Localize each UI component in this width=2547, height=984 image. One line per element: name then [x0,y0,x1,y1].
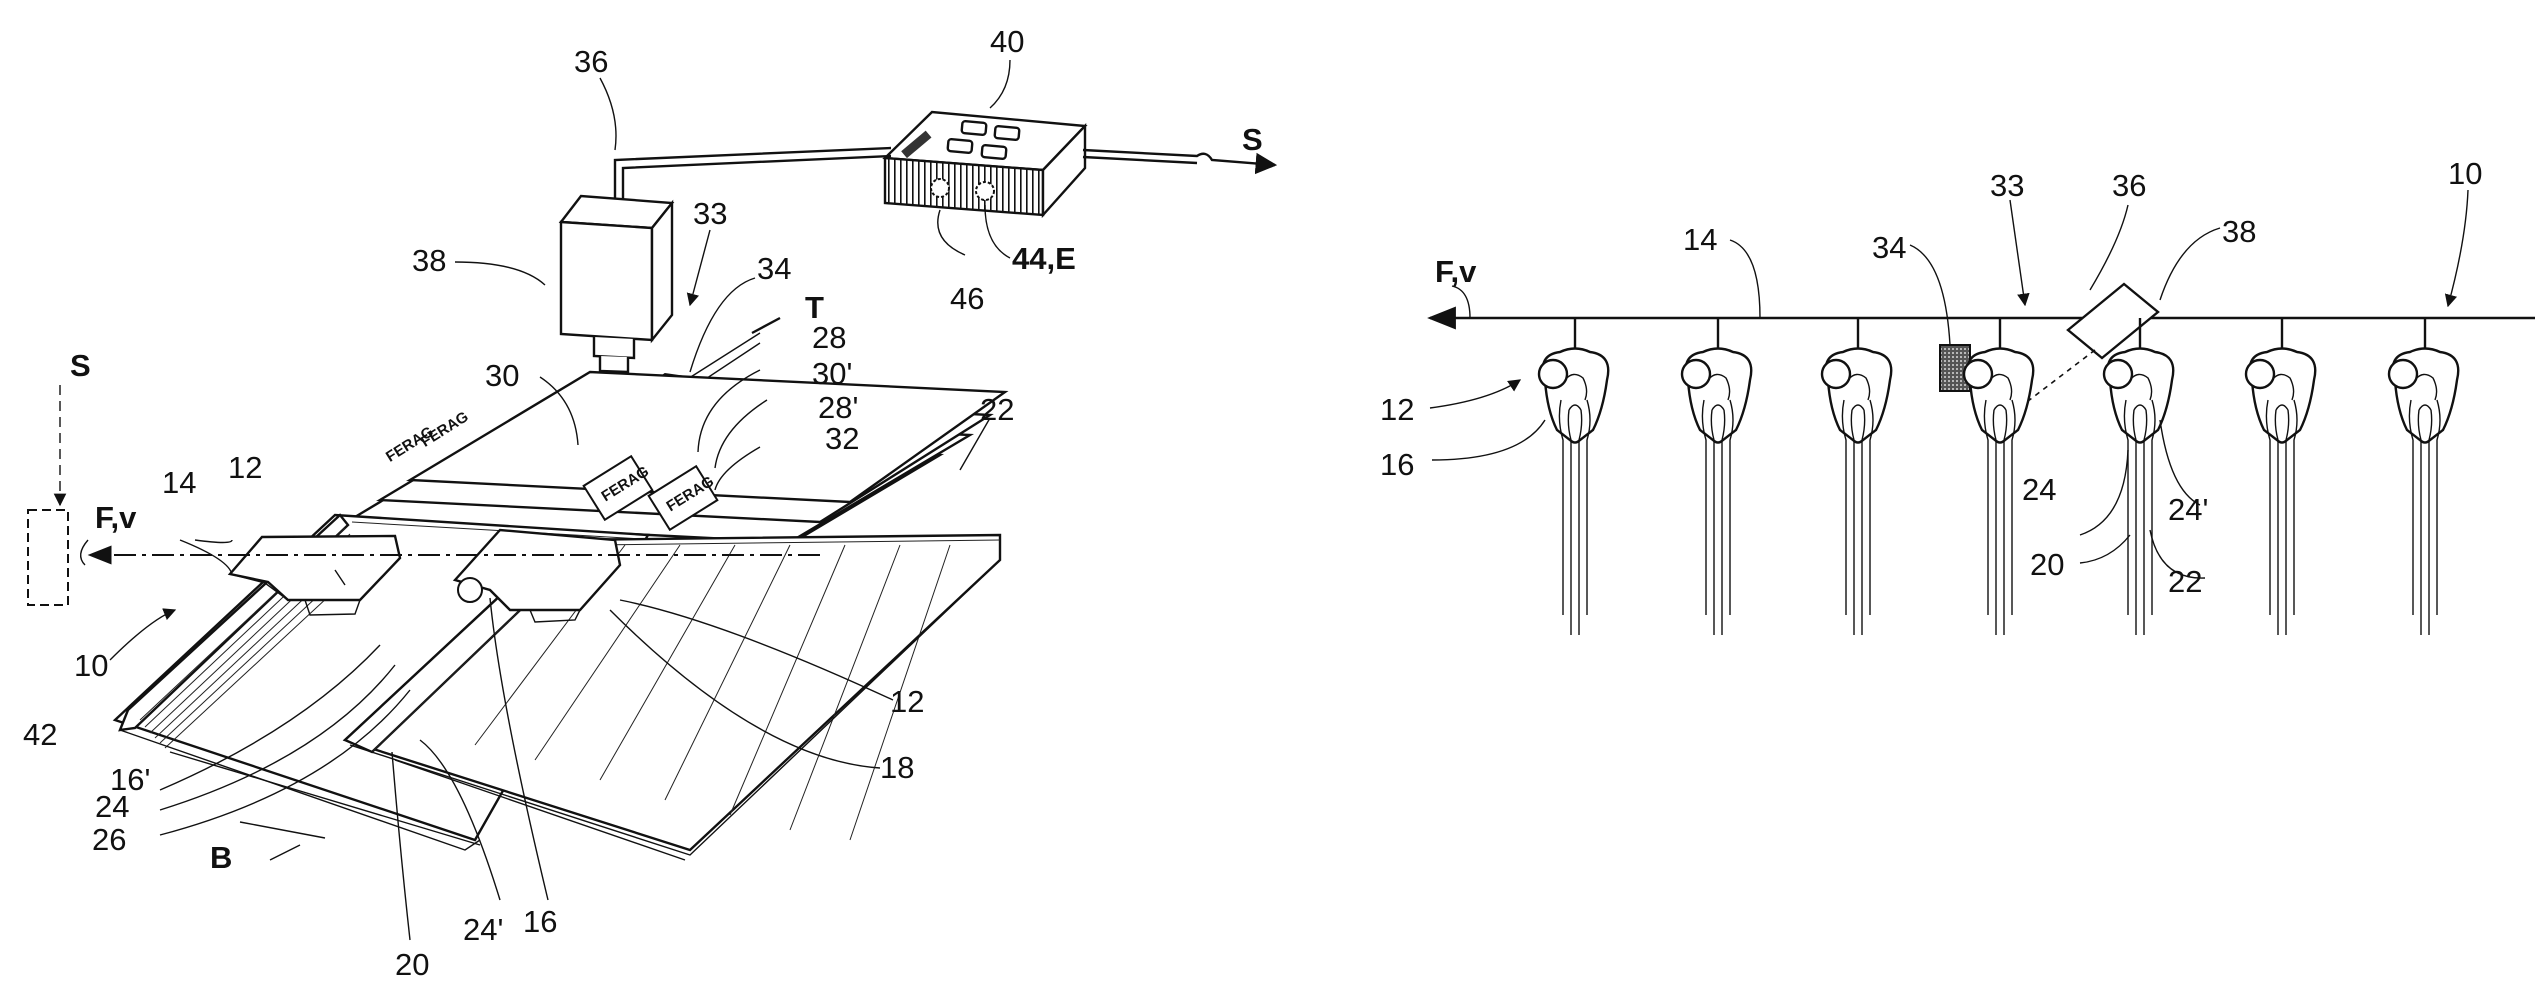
left-figure: FERAG FERAG FERAG FERAG [23,24,1275,982]
label-46: 46 [950,281,984,316]
controller-box-40 [885,112,1085,215]
gripper-unit [2246,318,2315,635]
label-26: 26 [92,822,126,857]
label-24-right-fig: 24 [2022,472,2056,507]
label-28p: 28' [818,390,858,425]
gripper-unit [1539,318,1608,635]
label-16-right-fig: 16 [1380,447,1414,482]
label-10-right: 10 [2448,156,2482,191]
label-16-left: 16 [523,904,557,939]
gripper-unit [1682,318,1751,635]
label-34-right: 34 [1872,230,1906,265]
label-fv-left: F,v [95,500,137,535]
label-18: 18 [880,750,914,785]
label-12-right-fig: 12 [1380,392,1414,427]
label-20-left: 20 [395,947,429,982]
label-33: 33 [693,196,727,231]
label-38: 38 [412,243,446,278]
label-44e: 44,E [1012,241,1076,276]
box-42 [28,510,68,605]
label-42: 42 [23,717,57,752]
label-28: 28 [812,320,846,355]
label-32: 32 [825,421,859,456]
right-figure: 33 36 14 34 38 10 F,v 12 16 24 24' 20 22 [1380,156,2535,635]
label-24p-right-fig: 24' [2168,492,2208,527]
gripper-unit [1822,318,1891,635]
gripper-row [1539,318,2458,635]
label-12-top: 12 [228,450,262,485]
label-20-right-fig: 20 [2030,547,2064,582]
label-fv-right: F,v [1435,254,1477,289]
label-22-right-fig: 22 [2168,564,2202,599]
gripper-unit [2389,318,2458,635]
label-10-left: 10 [74,648,108,683]
label-36: 36 [574,44,608,79]
gripper-unit [2104,318,2173,635]
dial-44 [976,182,994,200]
label-b: B [210,840,232,875]
cable-36 [615,148,891,202]
label-30p: 30' [812,356,852,391]
label-30: 30 [485,358,519,393]
dial-46 [931,179,949,197]
label-s-left: S [70,348,91,383]
label-40: 40 [990,24,1024,59]
label-14-right: 14 [1683,222,1717,257]
label-12-right: 12 [890,684,924,719]
label-33-right: 33 [1990,168,2024,203]
label-24-left: 24 [95,789,129,824]
camera-38-right [2068,284,2158,358]
label-14-left: 14 [162,465,196,500]
label-34: 34 [757,251,791,286]
label-38-right: 38 [2222,214,2256,249]
label-s-right: S [1242,122,1263,157]
label-36-right: 36 [2112,168,2146,203]
label-24p-left: 24' [463,912,503,947]
label-22: 22 [980,392,1014,427]
